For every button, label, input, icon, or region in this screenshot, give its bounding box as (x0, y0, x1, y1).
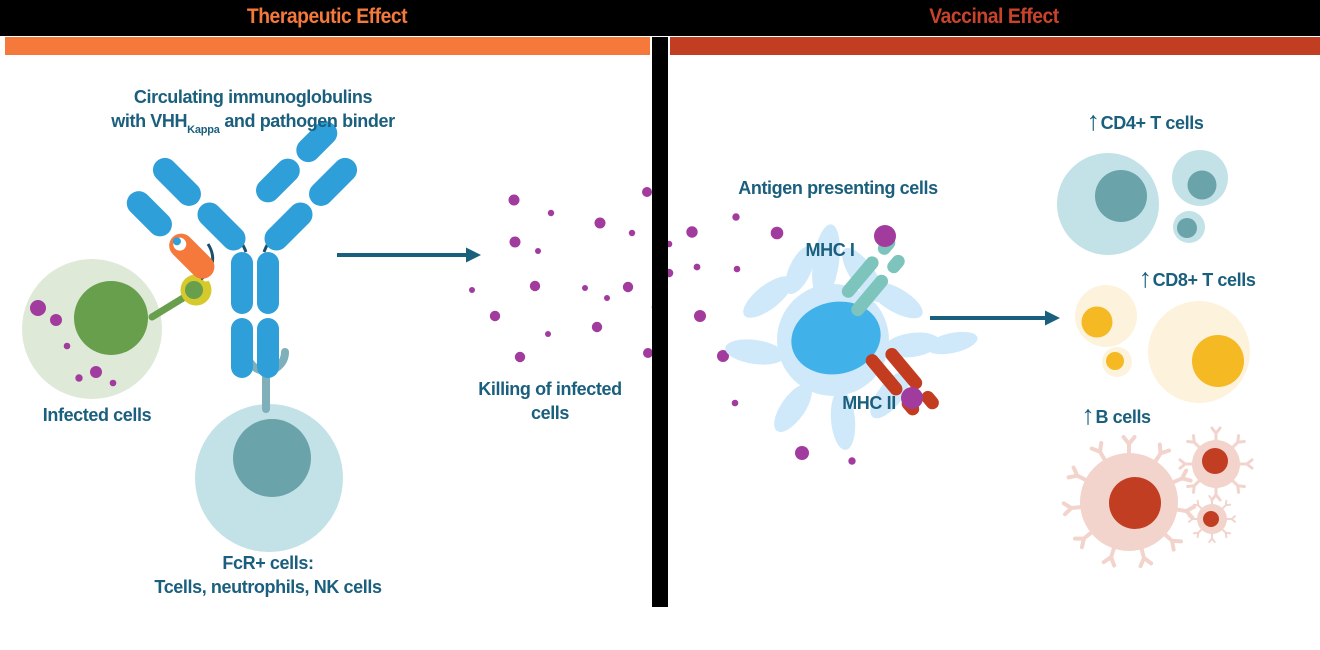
vaccinal-bar (670, 37, 1320, 55)
mhc2-complex (865, 348, 939, 416)
antibody-left-arm (126, 157, 246, 279)
up-arrow-icon: ↑ (1138, 263, 1153, 293)
therapeutic-bar (5, 37, 650, 55)
mhc1-complex (841, 225, 905, 317)
antibody-right-arm (256, 121, 358, 251)
up-arrow-icon: ↑ (1081, 400, 1095, 430)
b-cells-label: ↑ B cells (1081, 400, 1151, 430)
cd4-label: ↑ CD4+ T cells (1086, 106, 1204, 136)
mhc2-antigen (901, 387, 923, 409)
apc-label: Antigen presenting cells (738, 178, 938, 198)
b-cells (1061, 426, 1254, 569)
panel-divider (652, 37, 668, 607)
mhc1-label: MHC I (805, 240, 855, 260)
infected-cell (22, 259, 162, 399)
arrow-priming (930, 310, 1060, 326)
therapeutic-title: Therapeutic Effect (246, 5, 408, 28)
killing-label: Killing of infected cells (478, 379, 622, 424)
pathogen-binder (148, 274, 212, 321)
cd8-cells (1075, 285, 1250, 403)
mhc2-label: MHC II (842, 393, 896, 413)
cd4-cells (1057, 150, 1228, 255)
virus-particles-in-cell (30, 300, 117, 387)
fcr-cells-label: FcR+ cells: Tcells, neutrophils, NK cell… (154, 553, 382, 598)
cd8-label: ↑ CD8+ T cells (1138, 263, 1256, 293)
apc-nucleus (791, 301, 881, 375)
kappa-subscript: Kappa (187, 124, 220, 137)
mhc1-antigen (874, 225, 896, 247)
antibody-caption-line1: Circulating immunoglobulins (133, 87, 373, 107)
arrow-killing (337, 247, 481, 263)
vaccinal-title: Vaccinal Effect (929, 5, 1059, 28)
vhh-kappa-binder (169, 233, 215, 279)
header-strip (0, 0, 1320, 36)
antibody-caption: Circulating immunoglobulins with VHHKapp… (111, 85, 395, 138)
antibody-caption-line2: with VHHKappa and pathogen binder (111, 111, 395, 137)
fcr-cell (195, 404, 343, 552)
infected-cells-label: Infected cells (42, 405, 152, 425)
antibody (126, 121, 358, 378)
up-arrow-icon: ↑ (1086, 106, 1101, 136)
antibody-stem (231, 252, 279, 378)
